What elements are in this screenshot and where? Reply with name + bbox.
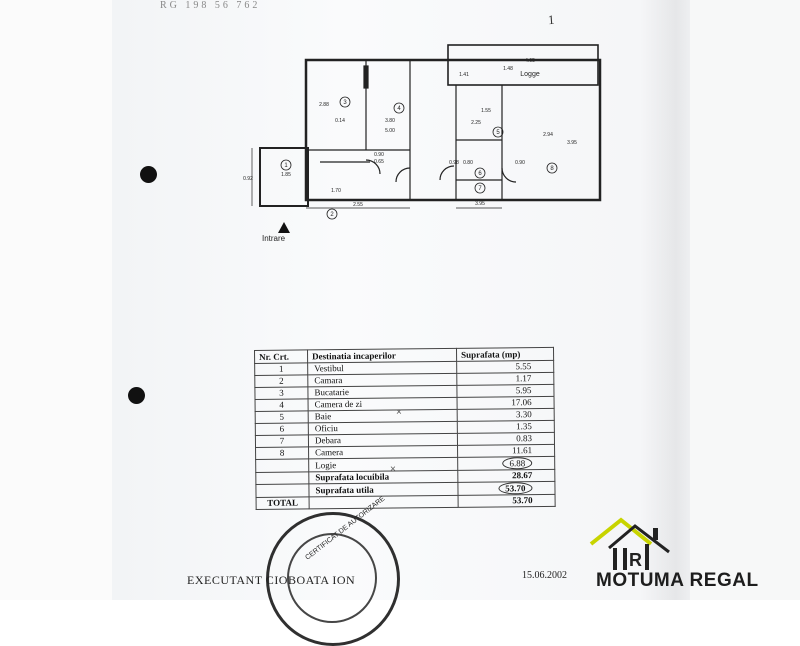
row-nr: 3 bbox=[254, 386, 309, 400]
handwritten-x-mark: × bbox=[396, 407, 402, 418]
room-marker-circle-8 bbox=[546, 162, 558, 174]
row-area-cell: 6.88 bbox=[457, 456, 555, 471]
background-left bbox=[0, 0, 112, 600]
row-area-cell: 53.70 bbox=[457, 481, 556, 496]
row-area: 1.35 bbox=[457, 420, 555, 434]
room-marker-8: 8 bbox=[550, 166, 554, 172]
dim-label: 0.90 bbox=[515, 160, 525, 166]
room-marker-circle-1 bbox=[280, 159, 292, 171]
loggia-label: Logge bbox=[520, 71, 540, 78]
dim-label: 1.41 bbox=[459, 72, 469, 78]
outer-wall bbox=[304, 58, 602, 202]
room-marker-6: 6 bbox=[478, 171, 482, 177]
row-nr bbox=[255, 471, 309, 485]
punch-hole-bottom bbox=[128, 387, 145, 404]
vestibule-wall bbox=[259, 147, 309, 207]
row-nr: 8 bbox=[255, 446, 309, 460]
room-marker-circle-3 bbox=[339, 96, 351, 108]
dim-label: 3.95 bbox=[475, 201, 485, 207]
room-marker-1: 1 bbox=[284, 163, 288, 169]
entrance-label: Intrare bbox=[262, 234, 286, 243]
row-area: 1.17 bbox=[456, 372, 554, 386]
motuma-house-logo-icon: R bbox=[589, 517, 670, 570]
room-marker-circle-5 bbox=[492, 126, 504, 138]
row-nr bbox=[255, 483, 310, 498]
logo-letter: R bbox=[629, 550, 642, 570]
dim-label: 0.80 bbox=[463, 160, 473, 166]
header-area: Suprafata (mp) bbox=[456, 347, 554, 362]
dim-label: 0.90 bbox=[374, 152, 384, 158]
logo-roof-accent bbox=[589, 517, 653, 546]
row-area: 5.55 bbox=[456, 360, 554, 374]
punch-hole-top bbox=[140, 166, 157, 183]
room-area-table: Nr. Crt. Destinatia incaperilor Suprafat… bbox=[254, 347, 556, 510]
row-nr: 1 bbox=[254, 362, 308, 376]
room-marker-2: 2 bbox=[330, 212, 334, 218]
door-swing-3 bbox=[439, 165, 455, 181]
logo-chimney bbox=[653, 528, 658, 540]
room-marker-3: 3 bbox=[343, 100, 347, 106]
logo-roof-dark bbox=[608, 524, 670, 554]
row-area: 6.88 bbox=[502, 457, 533, 470]
dim-label: 2.55 bbox=[353, 202, 363, 208]
row-nr bbox=[255, 458, 309, 473]
table-row: TOTAL 53.70 bbox=[256, 494, 556, 510]
loggia-outline bbox=[447, 44, 599, 86]
dim-label: 5.00 bbox=[385, 128, 395, 134]
room-marker-5: 5 bbox=[496, 130, 500, 136]
door-swing-1 bbox=[365, 159, 381, 175]
dim-label: 2.25 bbox=[471, 120, 481, 126]
dim-label: 0.92 bbox=[243, 176, 253, 182]
document-paper bbox=[112, 0, 690, 600]
dim-label: 2.94 bbox=[543, 132, 553, 138]
row-area: 3.30 bbox=[457, 408, 555, 422]
dim-label: 1.70 bbox=[331, 188, 341, 194]
dim-label: 2.88 bbox=[319, 102, 329, 108]
handwritten-x-mark: × bbox=[390, 464, 396, 475]
row-area: 0.83 bbox=[457, 432, 555, 446]
row-area: 53.70 bbox=[458, 494, 556, 508]
dim-label: 1.48 bbox=[503, 66, 513, 72]
dim-label: 1.55 bbox=[481, 108, 491, 114]
door-swing-4 bbox=[501, 167, 517, 183]
room-marker-circle-4 bbox=[393, 102, 405, 114]
row-area: 11.61 bbox=[457, 444, 555, 458]
room-marker-circle-7 bbox=[474, 182, 486, 194]
dim-label: 0.98 bbox=[449, 160, 459, 166]
row-nr: 2 bbox=[254, 374, 308, 388]
dim-label: 4.65 bbox=[525, 58, 535, 64]
column bbox=[363, 65, 369, 89]
row-nr: 7 bbox=[255, 434, 309, 448]
row-area: 5.95 bbox=[456, 384, 555, 398]
entrance-arrow-icon bbox=[278, 222, 290, 233]
row-nr: TOTAL bbox=[256, 496, 310, 510]
corner-note: 1 bbox=[547, 11, 555, 28]
dim-label: 0.14 bbox=[335, 118, 345, 124]
room-marker-circle-2 bbox=[326, 208, 338, 220]
logo-wall-left bbox=[613, 548, 617, 570]
dim-label: 3.80 bbox=[385, 118, 395, 124]
row-area: 28.67 bbox=[457, 469, 555, 483]
dim-label: 0.65 bbox=[374, 159, 384, 165]
brand-name: MOTUMA REGAL bbox=[596, 570, 759, 591]
row-nr: 5 bbox=[255, 410, 309, 424]
dim-label: 1.85 bbox=[281, 172, 291, 178]
row-area: 53.70 bbox=[498, 482, 533, 495]
dim-label: 3.95 bbox=[567, 140, 577, 146]
door-swing-2 bbox=[395, 167, 411, 183]
logo-wall-mid bbox=[623, 548, 627, 570]
room-marker-4: 4 bbox=[397, 106, 401, 112]
logo-wall-right bbox=[645, 544, 649, 570]
header-nr: Nr. Crt. bbox=[254, 349, 308, 364]
document-date: 15.06.2002 bbox=[522, 570, 567, 581]
row-nr: 6 bbox=[255, 422, 309, 436]
header-scribble: RG 198 56 762 bbox=[160, 0, 261, 11]
row-area: 17.06 bbox=[457, 396, 555, 410]
floor-plan: 1 2 3 4 5 6 7 8 Logge 4.65 1.48 2.88 0.1… bbox=[243, 44, 602, 220]
room-marker-7: 7 bbox=[478, 186, 482, 192]
background-right bbox=[690, 0, 800, 600]
room-marker-circle-6 bbox=[474, 167, 486, 179]
row-nr: 4 bbox=[255, 398, 309, 412]
executant-label: EXECUTANT CIOBOATA ION bbox=[187, 573, 356, 587]
